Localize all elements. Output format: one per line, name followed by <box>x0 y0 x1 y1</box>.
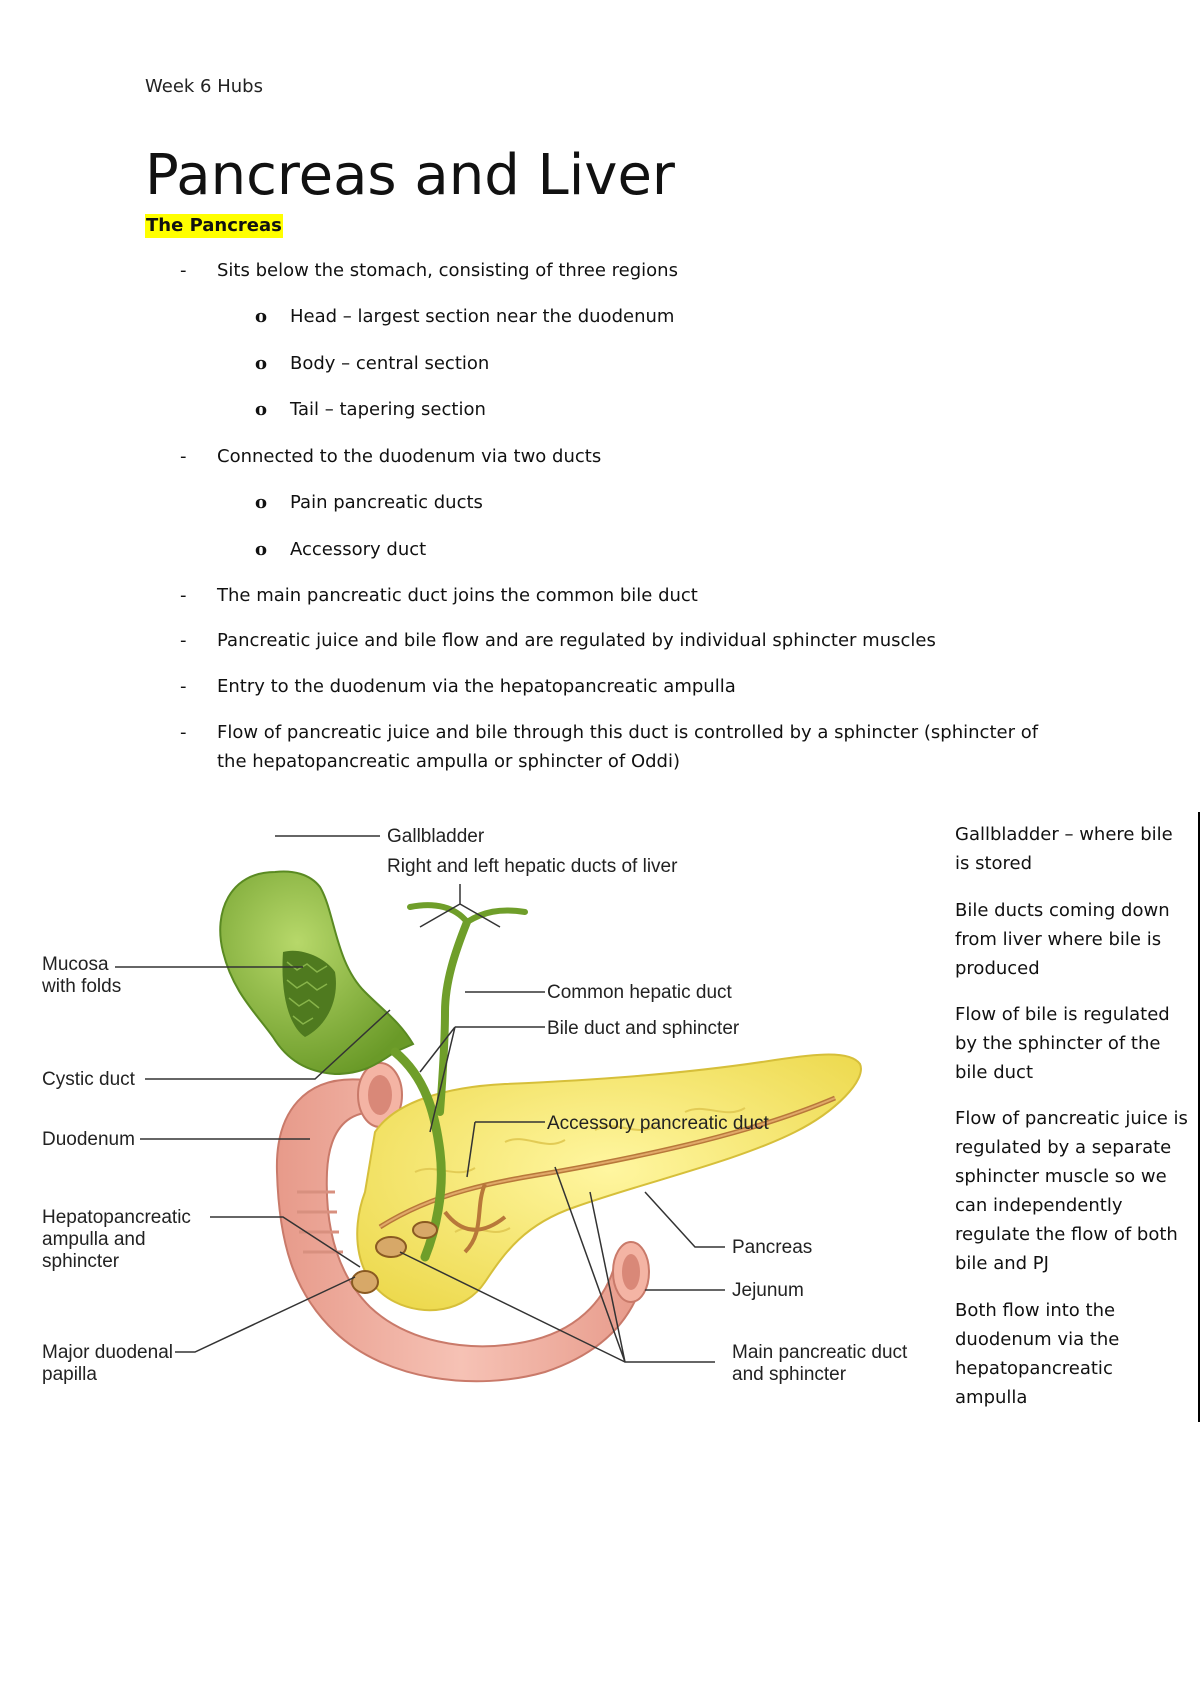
list-item-text: Pancreatic juice and bile flow and are r… <box>217 630 936 651</box>
side-note-line: ampulla <box>955 1387 1028 1408</box>
list-item-text: Flow of pancreatic juice and bile throug… <box>217 722 1039 743</box>
bullet-marker: - <box>180 676 187 697</box>
section-heading: The Pancreas <box>145 214 283 238</box>
side-note: Flow of pancreatic juice is regulated by… <box>955 1104 1190 1278</box>
side-note: Both flow into the duodenum via the hepa… <box>955 1296 1190 1412</box>
side-note: Bile ducts coming down from liver where … <box>955 896 1190 983</box>
label-gallbladder: Gallbladder <box>387 826 485 847</box>
side-note-line: by the sphincter of the <box>955 1033 1161 1054</box>
side-note-line: is stored <box>955 853 1033 874</box>
bullet-marker: - <box>180 585 187 606</box>
bullet-marker: - <box>180 260 187 281</box>
label-hepatopancreatic: sphincter <box>42 1251 120 1272</box>
bullet-marker: o <box>255 492 268 513</box>
side-note-line: bile and PJ <box>955 1253 1049 1274</box>
label-common-hepatic-duct: Common hepatic duct <box>547 982 733 1003</box>
label-jejunum: Jejunum <box>732 1280 804 1301</box>
bullet-marker: - <box>180 722 187 743</box>
side-note-line: duodenum via the <box>955 1329 1120 1350</box>
list-item-text: The main pancreatic duct joins the commo… <box>217 585 698 606</box>
side-note-line: from liver where bile is <box>955 929 1162 950</box>
label-cystic-duct: Cystic duct <box>42 1069 136 1090</box>
page-header: Week 6 Hubs <box>145 76 263 97</box>
list-item-text: Tail – tapering section <box>290 399 486 420</box>
label-duodenum: Duodenum <box>42 1129 135 1150</box>
label-hepatic-ducts: Right and left hepatic ducts of liver <box>387 856 678 877</box>
label-mucosa: with folds <box>41 976 121 997</box>
list-item-text: Body – central section <box>290 353 490 374</box>
side-note-line: can independently <box>955 1195 1123 1216</box>
label-main-pancreatic-duct: Main pancreatic duct <box>732 1342 908 1363</box>
label-hepatopancreatic: ampulla and <box>42 1229 146 1250</box>
list-item-text: Entry to the duodenum via the hepatopanc… <box>217 676 736 697</box>
side-note-line: bile duct <box>955 1062 1034 1083</box>
label-mucosa: Mucosa <box>42 954 109 975</box>
bullet-marker: - <box>180 630 187 651</box>
label-pancreas: Pancreas <box>732 1237 812 1258</box>
pancreas-anatomy-diagram: Gallbladder Right and left hepatic ducts… <box>41 826 908 1385</box>
duodenum-shape <box>275 1062 650 1383</box>
side-note-line: regulate the flow of both <box>955 1224 1178 1245</box>
side-note-line: Both flow into the <box>955 1300 1116 1321</box>
pancreas-shape <box>356 1053 862 1312</box>
gallbladder-shape <box>219 870 415 1076</box>
label-accessory-duct: Accessory pancreatic duct <box>547 1113 769 1134</box>
side-note-line: sphincter muscle so we <box>955 1166 1167 1187</box>
side-note-line: Bile ducts coming down <box>955 900 1170 921</box>
table-border <box>1198 812 1200 1422</box>
side-note: Gallbladder – where bile is stored <box>955 820 1190 878</box>
label-major-duodenal-papilla: Major duodenal <box>42 1342 173 1363</box>
bullet-marker: o <box>255 353 268 374</box>
list-item-text: Connected to the duodenum via two ducts <box>217 446 602 467</box>
page-title: Pancreas and Liver <box>145 143 675 208</box>
label-hepatopancreatic: Hepatopancreatic <box>42 1207 191 1228</box>
label-bile-duct: Bile duct and sphincter <box>547 1018 740 1039</box>
side-note: Flow of bile is regulated by the sphinct… <box>955 1000 1190 1087</box>
bullet-marker: o <box>255 306 268 327</box>
label-main-pancreatic-duct: and sphincter <box>732 1364 847 1385</box>
list-item-text: Head – largest section near the duodenum <box>290 306 675 327</box>
side-note-line: hepatopancreatic <box>955 1358 1113 1379</box>
sphincter-rings <box>351 1221 438 1294</box>
label-major-duodenal-papilla: papilla <box>42 1364 97 1385</box>
list-item-text: Accessory duct <box>290 539 427 560</box>
side-note-line: produced <box>955 958 1040 979</box>
list-item-text: Pain pancreatic ducts <box>290 492 483 513</box>
list-item-text: the hepatopancreatic ampulla or sphincte… <box>217 751 680 772</box>
bullet-marker: o <box>255 399 268 420</box>
side-note-line: regulated by a separate <box>955 1137 1172 1158</box>
side-note-line: Flow of pancreatic juice is <box>955 1108 1188 1129</box>
side-note-line: Flow of bile is regulated <box>955 1004 1170 1025</box>
bullet-marker: o <box>255 539 268 560</box>
side-note-line: Gallbladder – where bile <box>955 824 1173 845</box>
leader-lines <box>115 835 725 1363</box>
bullet-marker: - <box>180 446 187 467</box>
list-item-text: Sits below the stomach, consisting of th… <box>217 260 678 281</box>
